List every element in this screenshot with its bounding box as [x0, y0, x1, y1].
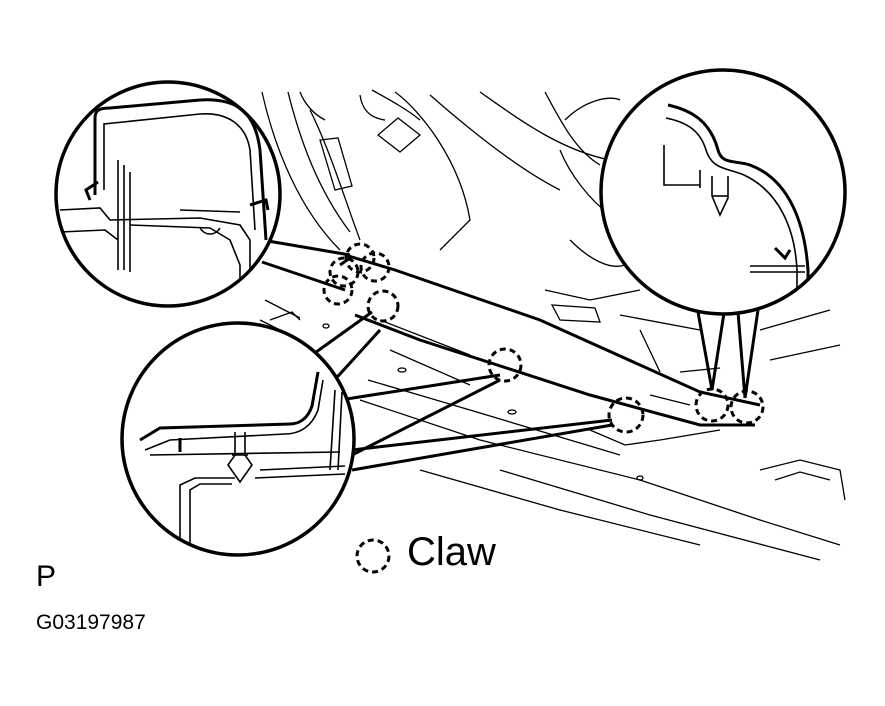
claw-marker — [359, 251, 391, 283]
callout-leaders — [261, 238, 760, 472]
claw-marker — [366, 289, 400, 323]
detail-callout-lower-left — [120, 321, 356, 557]
claw-marker — [607, 396, 645, 434]
claw-marker — [729, 389, 765, 425]
claw-marker — [328, 256, 360, 288]
view-label: P — [36, 560, 57, 593]
legend-label: Claw — [407, 530, 496, 574]
claw-marker — [344, 242, 376, 274]
legend-claw-symbol — [355, 538, 391, 574]
claw-marker — [487, 347, 523, 383]
figure-code: G03197987 — [36, 611, 146, 634]
detail-callout-upper-left — [54, 80, 282, 308]
claw-markers — [322, 242, 765, 434]
claw-marker — [694, 387, 730, 423]
claw-marker — [322, 274, 354, 306]
detail-callout-right — [599, 68, 847, 316]
